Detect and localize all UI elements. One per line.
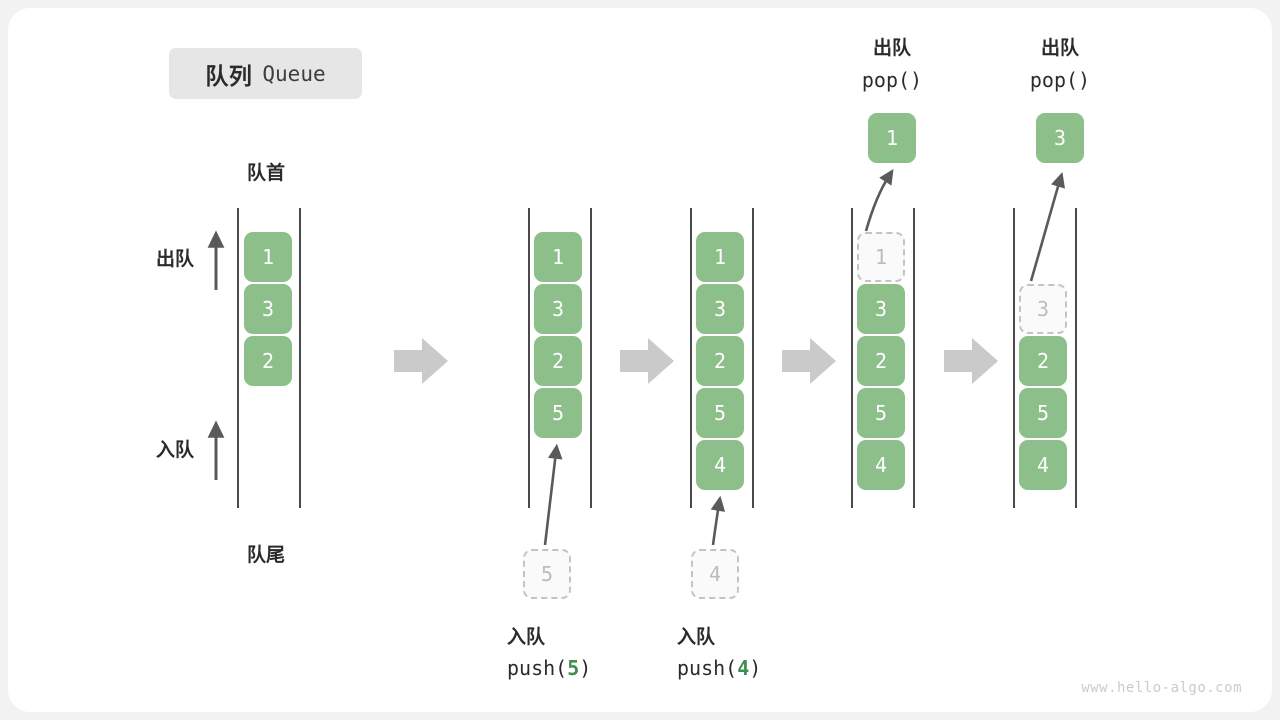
queue-cell: 3: [696, 284, 744, 334]
caption-push5-prefix: push(: [507, 656, 568, 680]
caption-push4-prefix: push(: [677, 656, 738, 680]
queue-cell: 1: [696, 232, 744, 282]
removed-cell: 1: [857, 232, 905, 282]
caption-push5-zh: 入队: [507, 627, 546, 648]
pending-cell: 4: [691, 549, 739, 599]
caption-push4-arg: 4: [737, 656, 750, 680]
queue-cell: 4: [857, 440, 905, 490]
diagram-card: [8, 8, 1272, 712]
caption-pop1-code: pop(): [861, 68, 923, 92]
queue-cell: 3: [534, 284, 582, 334]
queue-cell: 1: [244, 232, 292, 282]
caption-push4-code: push(4): [677, 656, 837, 680]
title-zh: 队列: [205, 62, 253, 89]
queue-cell: 2: [696, 336, 744, 386]
label-dequeue: 出队: [155, 249, 194, 270]
queue-cell: 1: [534, 232, 582, 282]
queue-rail-right-4: [913, 208, 915, 508]
removed-cell: 3: [1019, 284, 1067, 334]
queue-rail-right-3: [752, 208, 754, 508]
queue-rail-right-5: [1075, 208, 1077, 508]
queue-cell: 4: [1019, 440, 1067, 490]
pending-cell: 5: [523, 549, 571, 599]
caption-pop1-zh: 出队: [872, 38, 911, 59]
queue-cell: 2: [857, 336, 905, 386]
queue-cell: 4: [696, 440, 744, 490]
queue-rail-left-1: [237, 208, 239, 508]
title-en: Queue: [262, 61, 326, 86]
label-rear: 队尾: [246, 545, 285, 566]
caption-push5-arg: 5: [567, 656, 580, 680]
label-enqueue: 入队: [155, 440, 194, 461]
queue-rail-left-5: [1013, 208, 1015, 508]
popped-cell: 1: [868, 113, 916, 163]
queue-cell: 2: [244, 336, 292, 386]
watermark: www.hello-algo.com: [1081, 680, 1242, 696]
queue-cell: 2: [534, 336, 582, 386]
queue-cell: 3: [857, 284, 905, 334]
caption-push5-suffix: ): [579, 656, 592, 680]
queue-cell: 5: [534, 388, 582, 438]
caption-push5-code: push(5): [507, 656, 667, 680]
label-front: 队首: [246, 163, 285, 184]
caption-pop2-zh: 出队: [1040, 38, 1079, 59]
queue-cell: 2: [1019, 336, 1067, 386]
queue-cell: 5: [1019, 388, 1067, 438]
popped-cell: 3: [1036, 113, 1084, 163]
queue-rail-right-2: [590, 208, 592, 508]
queue-cell: 5: [696, 388, 744, 438]
title-badge: 队列 Queue: [169, 48, 362, 99]
queue-rail-left-3: [690, 208, 692, 508]
queue-cell: 3: [244, 284, 292, 334]
caption-pop2-code: pop(): [1029, 68, 1091, 92]
caption-push4-suffix: ): [749, 656, 762, 680]
queue-cell: 5: [857, 388, 905, 438]
queue-rail-right-1: [299, 208, 301, 508]
caption-push4-zh: 入队: [677, 627, 716, 648]
queue-rail-left-2: [528, 208, 530, 508]
queue-rail-left-4: [851, 208, 853, 508]
